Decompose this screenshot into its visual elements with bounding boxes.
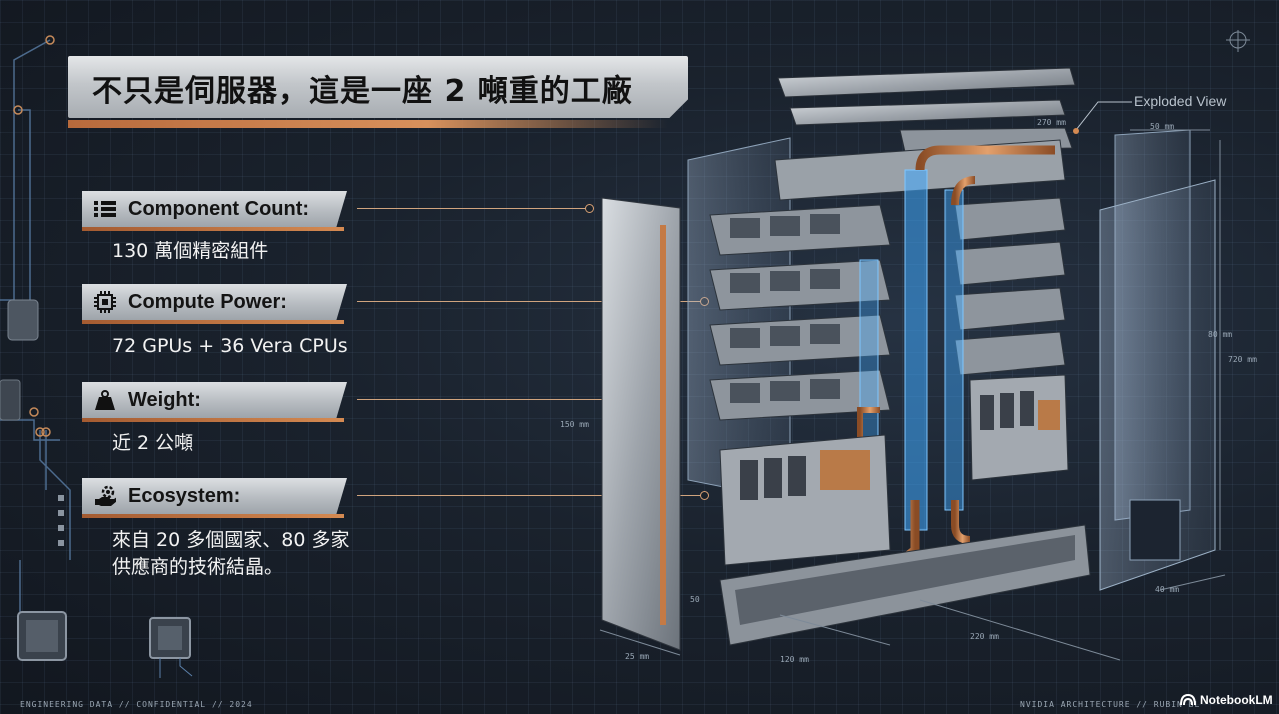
leader-line xyxy=(357,399,635,400)
weight-label: Weight: xyxy=(128,388,201,411)
title-accent-line xyxy=(68,120,668,128)
leader-dot xyxy=(585,204,594,213)
chip-icon xyxy=(94,291,116,313)
brand-name: NotebookLM xyxy=(1200,693,1273,707)
list-icon xyxy=(94,198,116,220)
dimension-label: 40 mm xyxy=(1155,585,1180,594)
leader-line xyxy=(357,495,702,496)
leader-dot xyxy=(700,491,709,500)
title-banner xyxy=(68,56,688,118)
label-underline xyxy=(82,418,344,422)
component-count-value: 130 萬個精密組件 xyxy=(112,240,269,262)
weight-icon xyxy=(94,389,116,411)
dimension-label: 50 xyxy=(690,595,700,604)
dimension-label: 120 mm xyxy=(780,655,809,664)
weight-label-bar: Weight: xyxy=(82,382,347,418)
footer-right-text: NVIDIA ARCHITECTURE // RUBIN BL xyxy=(1020,700,1201,709)
leader-line xyxy=(357,301,702,302)
brand-logo: NotebookLM xyxy=(1180,693,1273,707)
chip-decoration xyxy=(149,617,193,678)
component-count-label: Component Count: xyxy=(128,197,310,220)
leader-line xyxy=(357,208,587,209)
ecosystem-value-line1: 來自 20 多個國家、80 多家 xyxy=(112,529,350,551)
hand-gear-icon xyxy=(94,485,116,507)
compute-power-label-bar: Compute Power: xyxy=(82,284,347,320)
exploded-view-label: Exploded View xyxy=(1134,93,1227,109)
exploded-server-illustration xyxy=(599,30,1250,661)
label-underline xyxy=(82,514,344,518)
notebooklm-icon xyxy=(1180,694,1196,706)
page-title: 不只是伺服器，這是一座 2 噸重的工廠 xyxy=(92,74,633,109)
dimension-label: 80 mm xyxy=(1208,330,1233,339)
circuit-decoration xyxy=(0,35,71,661)
ecosystem-value: 來自 20 多個國家、80 多家 供應商的技術結晶。 xyxy=(112,527,349,581)
dimension-label: 270 mm xyxy=(1037,118,1066,127)
dimension-label: 220 mm xyxy=(970,632,999,641)
ecosystem-value-line2: 供應商的技術結晶。 xyxy=(112,556,284,578)
footer-left-text: ENGINEERING DATA // CONFIDENTIAL // 2024 xyxy=(20,700,253,709)
label-underline xyxy=(82,227,344,231)
ecosystem-label: Ecosystem: xyxy=(128,484,241,507)
label-underline xyxy=(82,320,344,324)
dimension-label: 720 mm xyxy=(1228,355,1257,364)
ecosystem-label-bar: Ecosystem: xyxy=(82,478,347,514)
weight-value: 近 2 公噸 xyxy=(112,432,194,454)
component-count-label-bar: Component Count: xyxy=(82,191,347,227)
dimension-label: 25 mm xyxy=(625,652,650,661)
compute-power-value: 72 GPUs + 36 Vera CPUs xyxy=(112,335,348,357)
compute-power-label: Compute Power: xyxy=(128,290,287,313)
dimension-label: 50 mm xyxy=(1150,122,1175,131)
dimension-label: 150 mm xyxy=(560,420,589,429)
exploded-view-leader xyxy=(1073,101,1132,134)
